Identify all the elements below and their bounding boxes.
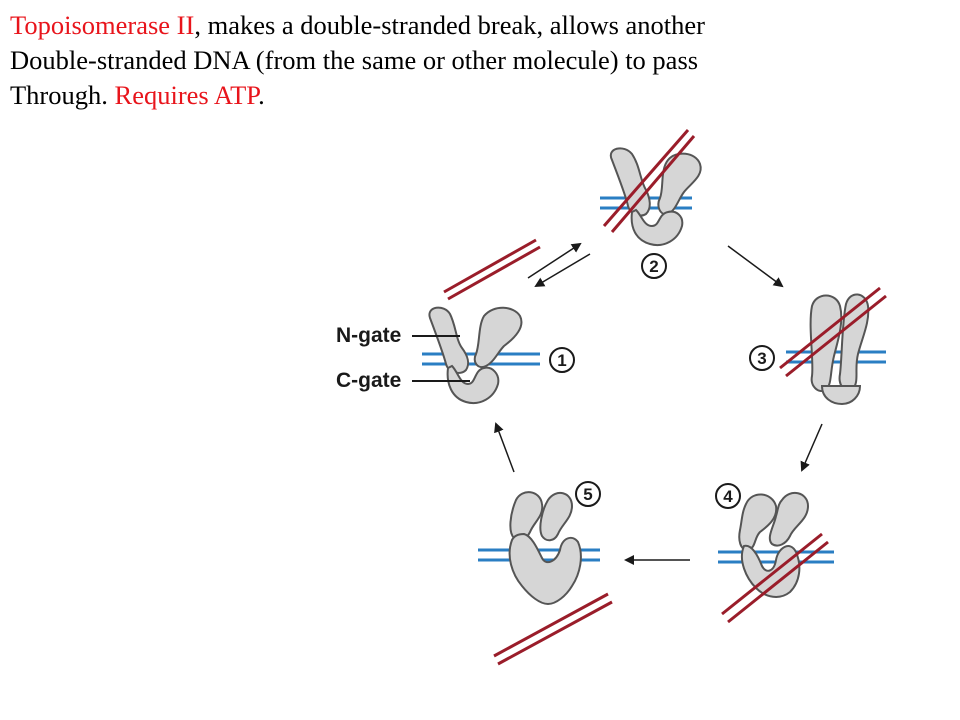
blue-dna-segment xyxy=(786,350,886,364)
stage-3-complex: 3 xyxy=(749,286,887,406)
stage-5-complex: 5 xyxy=(478,481,613,666)
red-dna-passing xyxy=(779,286,887,378)
step-2-badge: 2 xyxy=(641,253,667,279)
step-2-number: 2 xyxy=(649,257,658,276)
caption-line3-start: Through. xyxy=(10,80,115,110)
step-5-badge: 5 xyxy=(575,481,601,507)
caption-line2: Double-stranded DNA (from the same or ot… xyxy=(10,45,699,75)
step-3-badge: 3 xyxy=(749,345,775,371)
red-dna-captured xyxy=(602,129,696,233)
red-dna-free xyxy=(493,592,613,666)
step-5-number: 5 xyxy=(583,485,592,504)
stage-4-complex: 4 xyxy=(715,483,834,624)
arrow-5-to-1 xyxy=(494,422,515,473)
c-gate-label: C-gate xyxy=(336,369,401,392)
caption-topoisomerase: Topoisomerase II xyxy=(10,10,195,40)
step-4-number: 4 xyxy=(723,487,733,506)
topoisomerase-protein xyxy=(508,491,582,606)
step-4-badge: 4 xyxy=(715,483,741,509)
red-dna-incoming xyxy=(443,238,541,301)
caption-text: Topoisomerase II, makes a double-strande… xyxy=(10,8,950,113)
caption-line3-end: . xyxy=(258,80,265,110)
arrow-3-to-4 xyxy=(800,423,823,472)
n-gate-label: N-gate xyxy=(336,324,401,347)
topoisomerase-protein xyxy=(428,306,523,404)
step-1-number: 1 xyxy=(557,351,566,370)
caption-line1-rest: , makes a double-stranded break, allows … xyxy=(194,10,706,40)
stage-1-complex: N-gate C-gate 1 xyxy=(336,306,575,404)
equilibrium-arrows xyxy=(527,242,591,288)
red-dna-released xyxy=(721,532,829,624)
step-3-number: 3 xyxy=(757,349,766,368)
step-1-badge: 1 xyxy=(549,347,575,373)
arrow-2-to-3 xyxy=(727,245,784,288)
gate-pointer-lines xyxy=(412,335,470,382)
stage-2-complex: 2 xyxy=(600,129,702,279)
topoisomerase-protein xyxy=(738,491,810,598)
caption-requires-atp: Requires ATP xyxy=(114,80,259,110)
